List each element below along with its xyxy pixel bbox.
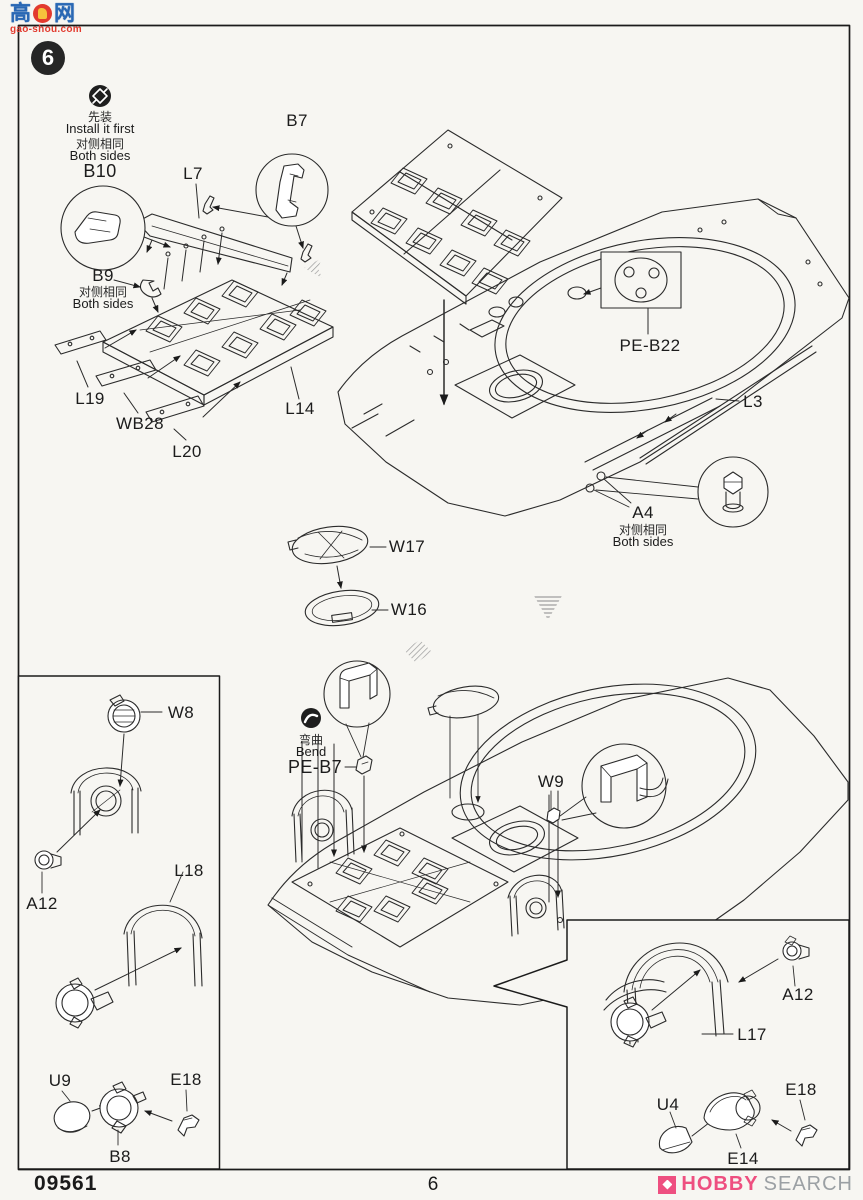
pe-b22-inset bbox=[583, 251, 682, 335]
upper-hull-drawing bbox=[337, 198, 850, 517]
b10-inset bbox=[60, 185, 171, 271]
part-label-e18-right: E18 bbox=[785, 1080, 817, 1099]
w17-w16-drawing bbox=[287, 525, 389, 627]
bend-en: Bend bbox=[295, 744, 327, 759]
a4-both-en: Both sides bbox=[612, 534, 674, 549]
part-label-l14: L14 bbox=[285, 399, 315, 418]
part-label-l17: L17 bbox=[737, 1025, 767, 1044]
watermark-char-right: 网 bbox=[54, 2, 75, 25]
bend-cn: 弯曲 bbox=[298, 733, 324, 747]
part-label-pe-b22: PE-B22 bbox=[619, 336, 681, 355]
pe-b7-inset bbox=[323, 660, 391, 758]
part-label-l7: L7 bbox=[183, 164, 203, 183]
watermark-logo: 高 网 gao-shou.com bbox=[10, 3, 82, 35]
part-label-w16: W16 bbox=[390, 600, 428, 619]
b9-both-en: Both sides bbox=[72, 296, 134, 311]
right-parts-box bbox=[493, 919, 850, 1170]
part-label-l20: L20 bbox=[172, 442, 202, 461]
part-label-e18-left: E18 bbox=[170, 1070, 202, 1089]
watermark-url: gao-shou.com bbox=[10, 24, 82, 35]
b7-inset bbox=[212, 153, 329, 249]
install-first-cn: 先装 bbox=[87, 110, 113, 124]
install-first-icon bbox=[89, 85, 111, 107]
part-label-a12-left: A12 bbox=[26, 894, 58, 913]
page-number: 6 bbox=[427, 1174, 439, 1195]
watermark-char-left: 高 bbox=[10, 2, 31, 25]
hobby-search-icon bbox=[658, 1175, 677, 1194]
part-label-a4: A4 bbox=[632, 503, 654, 522]
part-label-u4: U4 bbox=[656, 1095, 680, 1114]
part-label-a12-right: A12 bbox=[782, 985, 814, 1004]
part-label-w17: W17 bbox=[388, 537, 426, 556]
bend-icon bbox=[301, 708, 321, 728]
thumb-icon bbox=[33, 4, 52, 23]
part-label-b9: B9 bbox=[92, 266, 114, 285]
engine-deck-exploded bbox=[54, 183, 334, 441]
part-label-l3: L3 bbox=[743, 392, 763, 411]
a4-both-cn: 对侧相同 bbox=[618, 523, 668, 537]
part-label-u9: U9 bbox=[48, 1071, 72, 1090]
hobby-search-logo: HOBBY SEARCH bbox=[658, 1173, 853, 1196]
part-label-w8: W8 bbox=[167, 703, 195, 722]
part-label-e14: E14 bbox=[727, 1149, 759, 1168]
w9-inset bbox=[546, 743, 669, 829]
part-label-wb28: WB28 bbox=[116, 414, 164, 433]
engine-deck-assembled bbox=[351, 129, 563, 305]
page-frame bbox=[17, 24, 851, 1171]
b9-both-cn: 对侧相同 bbox=[78, 285, 128, 299]
install-first-en: Install it first bbox=[65, 121, 135, 136]
left-parts-box bbox=[17, 675, 221, 1170]
brand-search-text: SEARCH bbox=[763, 1173, 853, 1195]
part-label-l18: L18 bbox=[174, 861, 204, 880]
part-label-b10: B10 bbox=[83, 161, 117, 181]
kit-number: 09561 bbox=[34, 1172, 98, 1195]
part-label-b8: B8 bbox=[109, 1147, 131, 1166]
part-label-l19: L19 bbox=[75, 389, 105, 408]
install-first-both-cn: 对侧相同 bbox=[75, 137, 125, 151]
a4-inset bbox=[697, 456, 769, 528]
step-number-badge: 6 bbox=[31, 41, 65, 75]
install-first-both-en: Both sides bbox=[69, 148, 131, 163]
part-label-b7: B7 bbox=[286, 111, 308, 130]
part-label-pe-b7: PE-B7 bbox=[287, 757, 343, 777]
brand-hobby-text: HOBBY bbox=[681, 1173, 759, 1195]
part-label-w9: W9 bbox=[537, 772, 565, 791]
